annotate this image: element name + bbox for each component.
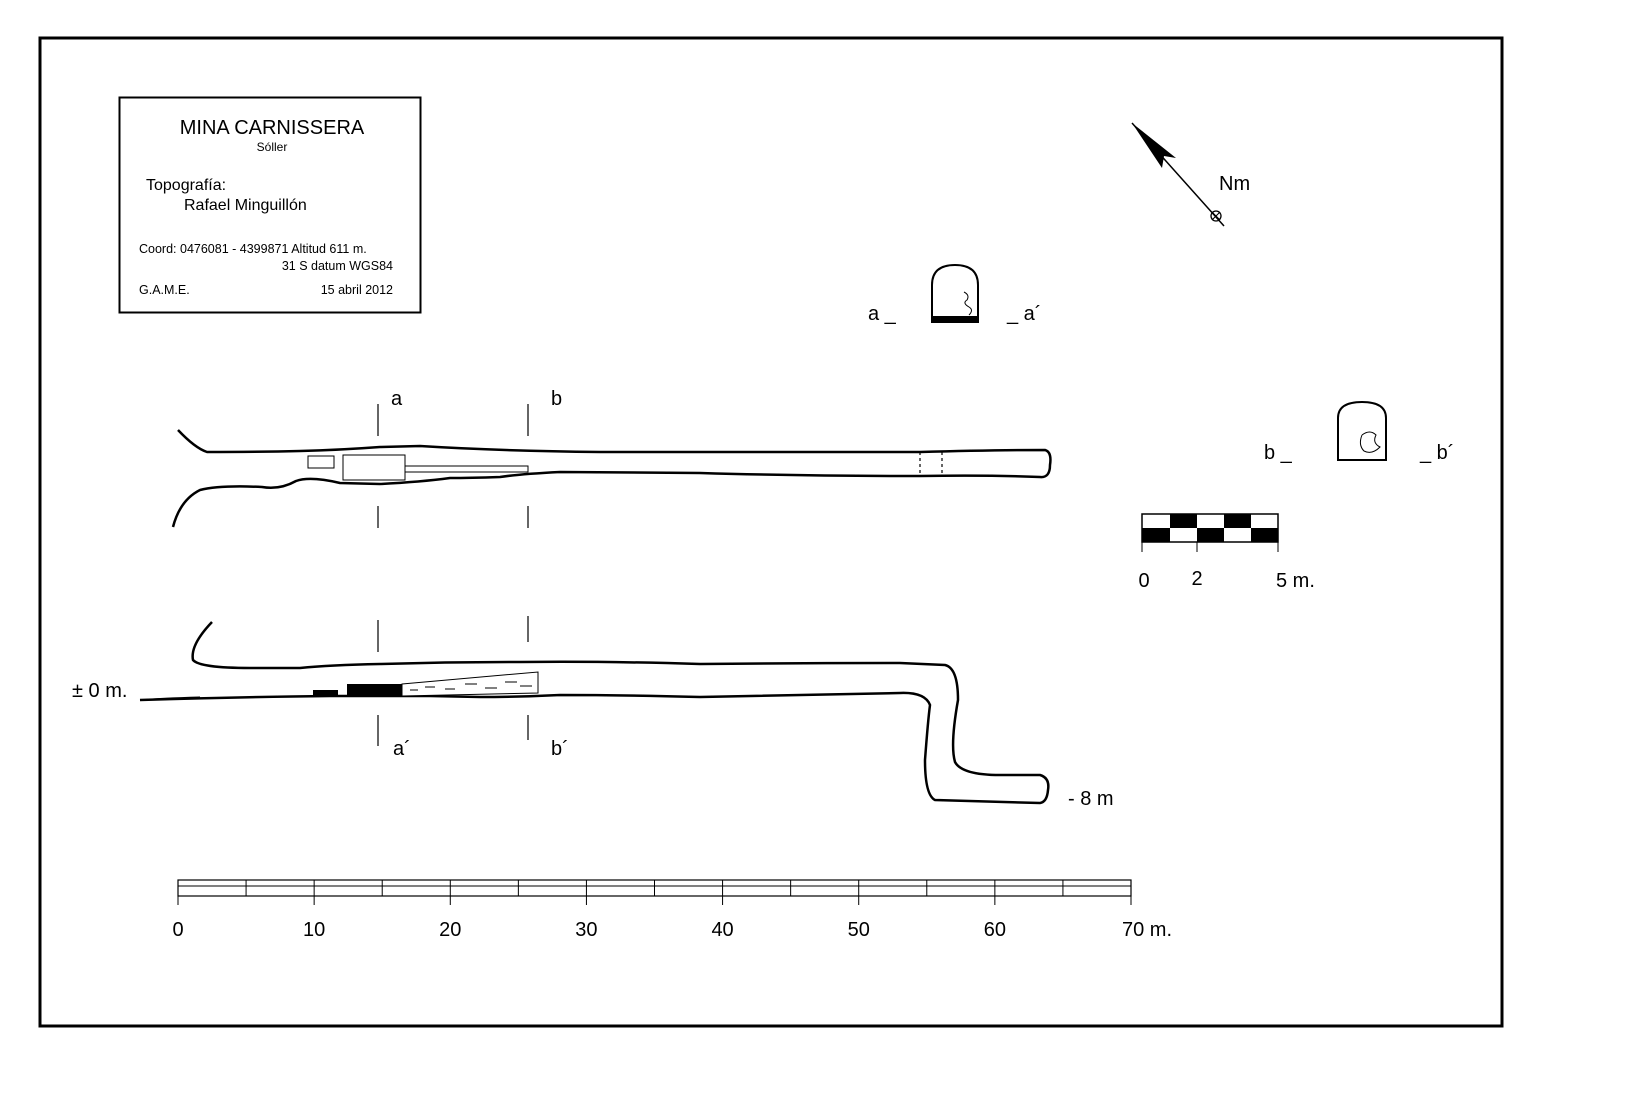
cave-title: MINA CARNISSERA <box>180 117 365 139</box>
profile-view <box>139 621 1050 805</box>
section-a-prime-label: a´ <box>393 738 411 760</box>
surveyor: Rafael Minguillón <box>184 197 307 214</box>
scale-label-3: 30 <box>575 919 597 941</box>
survey-label: Topografía: <box>146 177 226 194</box>
zero-level-label: ± 0 m. <box>72 680 127 702</box>
scale-label-5: 50 <box>848 919 870 941</box>
section-b-right-label: _ b´ <box>1419 442 1454 464</box>
cross-section-b: b _ _ b´ <box>1264 400 1454 464</box>
scale-label-4: 40 <box>711 919 733 941</box>
north-label: Nm <box>1219 173 1250 195</box>
cross-section-a: a _ _ a´ <box>868 263 1041 325</box>
section-b-label: b <box>551 388 562 410</box>
date: 15 abril 2012 <box>321 283 393 297</box>
section-a-label: a <box>391 388 403 410</box>
depth-label: - 8 m <box>1068 788 1114 810</box>
scale-label-1: 10 <box>303 919 325 941</box>
section-lines <box>377 404 529 746</box>
section-b-left-label: b _ <box>1264 442 1293 464</box>
group: G.A.M.E. <box>139 283 190 297</box>
datum: 31 S datum WGS84 <box>282 259 393 273</box>
small-scale-bar: 0 2 5 m. <box>1138 513 1315 592</box>
section-a-left-label: a _ <box>868 303 897 325</box>
section-b-prime-label: b´ <box>551 738 569 760</box>
frame-border <box>38 36 1504 1028</box>
scale-label-6: 60 <box>984 919 1006 941</box>
small-scale-tick-5: 5 m. <box>1276 570 1315 592</box>
large-scale-bar: 0 10 20 30 40 50 60 70 m. <box>172 879 1172 941</box>
scale-label-0: 0 <box>172 919 183 941</box>
scale-label-2: 20 <box>439 919 461 941</box>
title-block: MINA CARNISSERA Sóller Topografía: Rafae… <box>118 96 422 314</box>
coordinates: Coord: 0476081 - 4399871 Altitud 611 m. <box>139 242 367 256</box>
north-arrow-icon: Nm <box>1131 122 1250 227</box>
scale-label-7: 70 m. <box>1122 919 1172 941</box>
plan-view <box>171 429 1052 528</box>
small-scale-tick-2: 2 <box>1191 568 1202 590</box>
small-scale-tick-0: 0 <box>1138 570 1149 592</box>
location: Sóller <box>257 140 288 154</box>
section-a-right-label: _ a´ <box>1006 303 1041 325</box>
